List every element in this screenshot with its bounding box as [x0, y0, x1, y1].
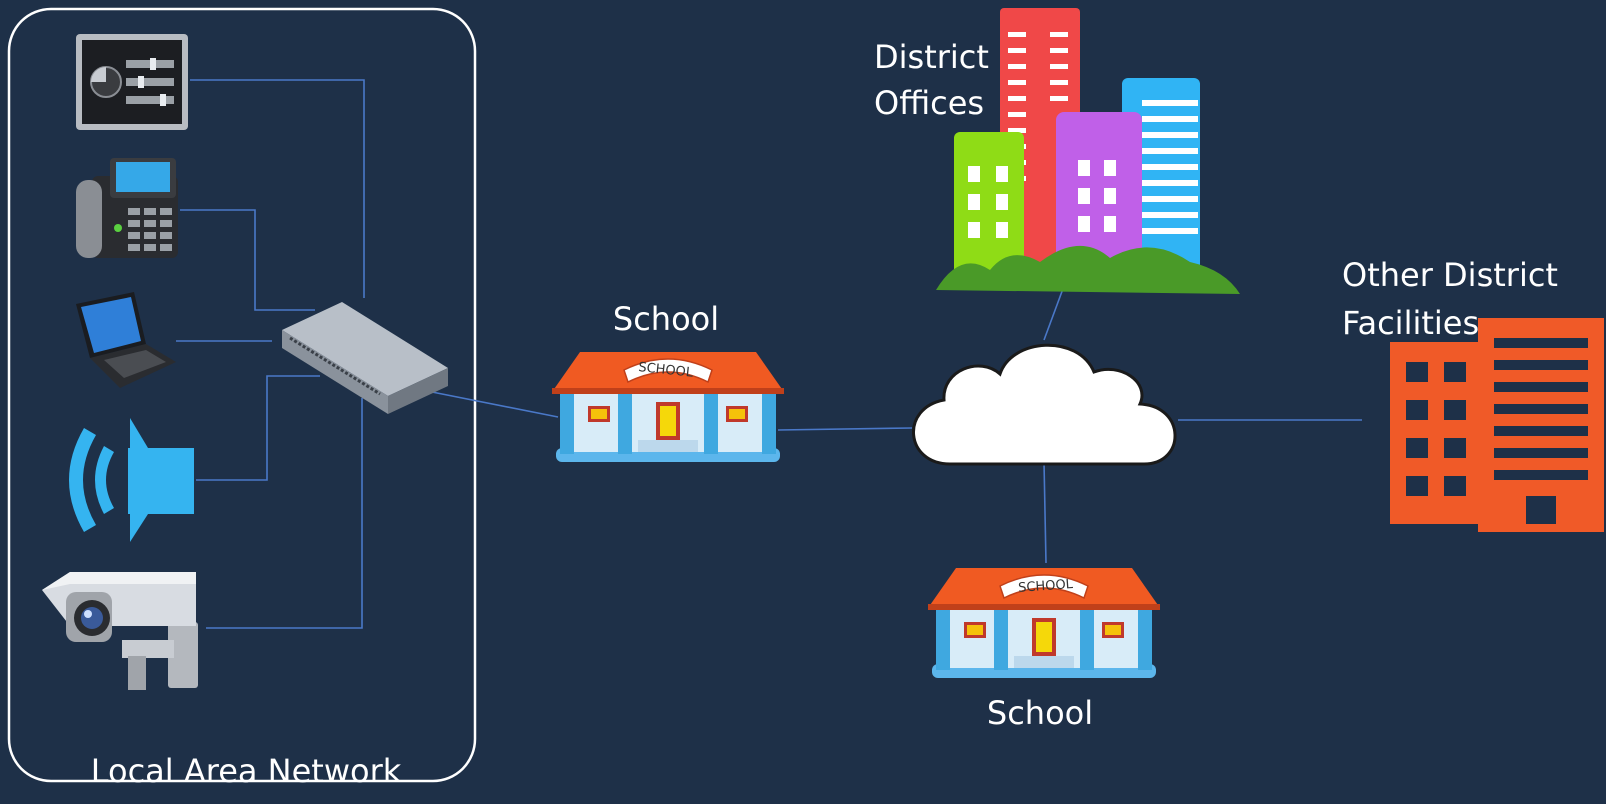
lan-container: [7, 7, 477, 783]
city-buildings-icon[interactable]: [936, 8, 1240, 294]
link-school-cloud: [777, 427, 913, 431]
school-center-label: School: [613, 300, 719, 338]
link-camera-switch: [206, 398, 363, 629]
link-panel-switch: [190, 79, 365, 298]
link-switch-school: [431, 391, 559, 418]
control-panel-icon[interactable]: [76, 34, 188, 130]
other-facilities-label-line1: Other District: [1342, 256, 1558, 294]
link-phone-switch: [180, 209, 315, 311]
link-cloud-offices: [1043, 285, 1065, 341]
security-camera-icon[interactable]: [42, 572, 198, 690]
school-building-icon-center[interactable]: SCHOOL: [551, 351, 785, 463]
district-offices-label-line2: Offices: [874, 84, 984, 122]
school-building-icon-bottom[interactable]: SCHOOL: [927, 567, 1161, 679]
other-facilities-label-line2: Facilities: [1342, 304, 1479, 342]
cloud-icon[interactable]: [912, 343, 1177, 466]
school-bottom-label: School: [987, 694, 1093, 732]
laptop-icon[interactable]: [76, 292, 176, 388]
district-offices-label-line1: District: [874, 38, 989, 76]
network-switch-icon[interactable]: [282, 302, 448, 414]
lan-label: Local Area Network: [91, 752, 402, 790]
link-cloud-school-bottom: [1043, 461, 1047, 564]
school-sign-center: SCHOOL: [638, 360, 695, 381]
speaker-icon[interactable]: [69, 418, 194, 542]
office-building-icon[interactable]: [1390, 318, 1604, 532]
link-speaker-switch: [196, 375, 320, 481]
network-links: [176, 79, 1362, 629]
school-sign-bottom: SCHOOL: [1018, 577, 1074, 596]
desk-phone-icon[interactable]: [76, 158, 178, 258]
